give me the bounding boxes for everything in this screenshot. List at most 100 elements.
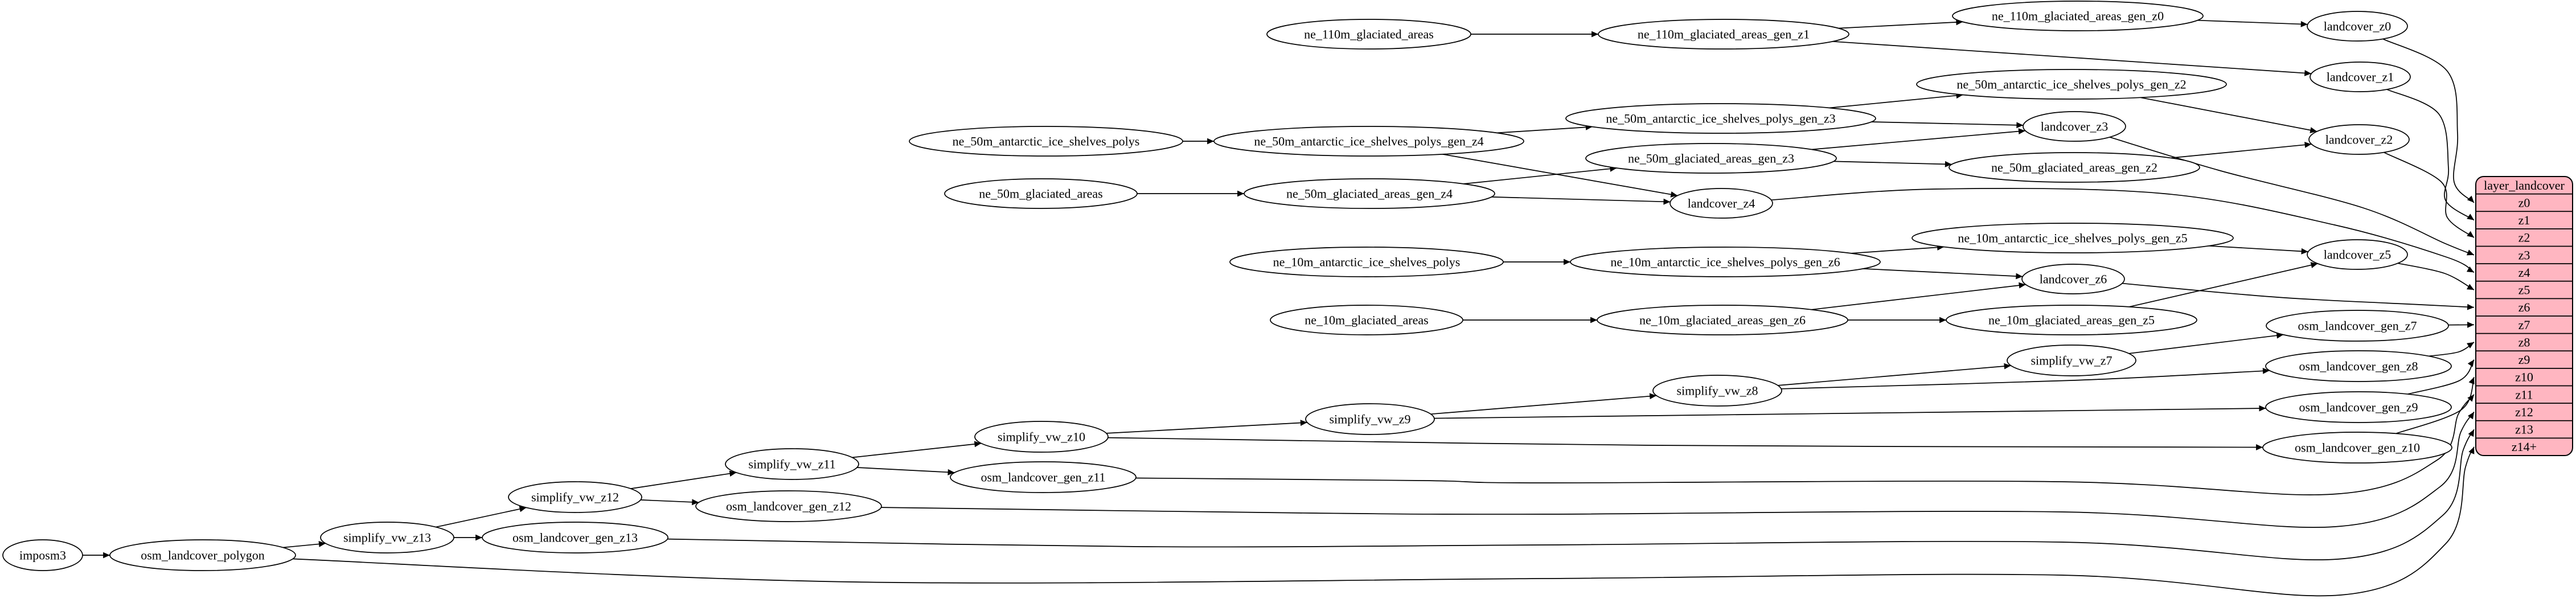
- table-row-label-z5: z5: [2518, 283, 2530, 297]
- node-ellipse-osm-landcover-gen-z10: [2262, 432, 2452, 464]
- node-ellipse-osm-landcover-gen-z7: [2266, 310, 2449, 342]
- node-label-ne-110m-glaciated-areas-gen-z0: ne_110m_glaciated_areas_gen_z0: [1992, 9, 2164, 23]
- edge-osm-landcover-gen-z13-to-row-z13: [667, 429, 2475, 560]
- table-row-label-z1: z1: [2518, 213, 2530, 227]
- edge-osm-landcover-gen-z11-to-row-z11: [1135, 394, 2475, 495]
- edge-landcover-z4-to-row-z4: [1771, 188, 2475, 273]
- node-label-osm-landcover-gen-z9: osm_landcover_gen_z9: [2299, 400, 2418, 415]
- node-ne-50m-antarctic-ice-shelves-polys-gen-z4: ne_50m_antarctic_ice_shelves_polys_gen_z…: [1213, 126, 1524, 157]
- node-ne-50m-glaciated-areas: ne_50m_glaciated_areas: [944, 178, 1138, 209]
- node-label-osm-landcover-gen-z7: osm_landcover_gen_z7: [2298, 319, 2417, 333]
- node-label-ne-10m-antarctic-ice-shelves-polys: ne_10m_antarctic_ice_shelves_polys: [1273, 255, 1461, 269]
- node-ne-50m-glaciated-areas-gen-z3: ne_50m_glaciated_areas_gen_z3: [1585, 143, 1837, 174]
- node-simplify-vw-z7: simplify_vw_z7: [2007, 345, 2136, 376]
- node-simplify-vw-z13: simplify_vw_z13: [320, 522, 454, 553]
- node-label-imposm3: imposm3: [19, 548, 66, 563]
- node-label-osm-landcover-gen-z13: osm_landcover_gen_z13: [512, 531, 638, 545]
- node-ellipse-ne-50m-glaciated-areas: [944, 178, 1138, 209]
- edge-simplify-vw-z11-to-simplify-vw-z10: [852, 441, 982, 458]
- edge-simplify-vw-z13-to-simplify-vw-z12: [436, 506, 527, 528]
- edge-simplify-vw-z9-to-simplify-vw-z8: [1430, 393, 1657, 415]
- node-ellipse-ne-10m-glaciated-areas-gen-z6: [1597, 305, 1848, 335]
- node-osm-landcover-gen-z11: osm_landcover_gen_z11: [950, 461, 1137, 493]
- edge-ne-50m-antarctic-ice-shelves-polys-gen-z4-to-landcover-z4: [1442, 154, 1678, 198]
- edge-ne-50m-glaciated-areas-gen-z4-to-ne-50m-glaciated-areas-gen-z3: [1463, 165, 1617, 184]
- node-ne-110m-glaciated-areas-gen-z1: ne_110m_glaciated_areas_gen_z1: [1598, 19, 1849, 50]
- node-ellipse-osm-landcover-gen-z13: [482, 522, 668, 553]
- table-row-label-z12: z12: [2515, 405, 2533, 419]
- table-row-z4: z4: [2518, 265, 2530, 280]
- node-label-landcover-z2: landcover_z2: [2325, 133, 2393, 147]
- node-label-ne-50m-antarctic-ice-shelves-polys-gen-z3: ne_50m_antarctic_ice_shelves_polys_gen_z…: [1606, 112, 1835, 126]
- node-ellipse-ne-10m-glaciated-areas-gen-z5: [1946, 305, 2197, 335]
- table-row-z12: z12: [2515, 405, 2533, 419]
- node-ne-10m-antarctic-ice-shelves-polys-gen-z5: ne_10m_antarctic_ice_shelves_polys_gen_z…: [1912, 223, 2234, 253]
- node-label-simplify-vw-z11: simplify_vw_z11: [748, 457, 835, 471]
- node-osm-landcover-gen-z9: osm_landcover_gen_z9: [2265, 391, 2452, 423]
- node-label-simplify-vw-z7: simplify_vw_z7: [2031, 354, 2113, 368]
- node-ne-110m-glaciated-areas-gen-z0: ne_110m_glaciated_areas_gen_z0: [1952, 1, 2204, 31]
- node-simplify-vw-z11: simplify_vw_z11: [725, 448, 859, 480]
- edge-osm-landcover-polygon-to-simplify-vw-z13: [283, 541, 326, 548]
- node-ellipse-simplify-vw-z11: [725, 448, 859, 480]
- node-ellipse-ne-10m-antarctic-ice-shelves-polys-gen-z5: [1912, 223, 2234, 253]
- node-label-osm-landcover-polygon: osm_landcover_polygon: [141, 548, 265, 563]
- node-ellipse-imposm3: [2, 539, 83, 571]
- table-row-z9: z9: [2518, 352, 2530, 367]
- node-label-landcover-z1: landcover_z1: [2327, 70, 2394, 84]
- node-label-simplify-vw-z10: simplify_vw_z10: [998, 430, 1085, 444]
- node-ellipse-landcover-z2: [2308, 124, 2410, 155]
- table-row-z0: z0: [2518, 195, 2530, 210]
- node-label-osm-landcover-gen-z8: osm_landcover_gen_z8: [2299, 359, 2418, 374]
- node-label-ne-50m-glaciated-areas: ne_50m_glaciated_areas: [979, 187, 1102, 201]
- edges-layer: [83, 19, 2475, 597]
- table-row-label-z4: z4: [2518, 265, 2530, 280]
- node-label-ne-10m-glaciated-areas: ne_10m_glaciated_areas: [1305, 313, 1428, 327]
- table-row-z8: z8: [2518, 335, 2530, 349]
- node-simplify-vw-z10: simplify_vw_z10: [974, 421, 1109, 453]
- edge-ne-50m-antarctic-ice-shelves-polys-gen-z2-to-landcover-z2: [2140, 97, 2317, 133]
- node-label-landcover-z0: landcover_z0: [2324, 19, 2392, 34]
- edge-ne-50m-glaciated-areas-gen-z3-to-ne-50m-glaciated-areas-gen-z2: [1833, 161, 1952, 167]
- table-row-z1: z1: [2518, 213, 2530, 227]
- nodes-layer: imposm3 osm_landcover_polygon simplify_vw_…: [2, 1, 2452, 571]
- edge-simplify-vw-z10-to-osm-landcover-gen-z10: [1107, 437, 2263, 450]
- node-ellipse-simplify-vw-z13: [320, 522, 454, 553]
- node-ellipse-ne-110m-glaciated-areas: [1266, 19, 1471, 50]
- edge-ne-50m-glaciated-areas-gen-z2-to-landcover-z2: [2171, 141, 2312, 159]
- node-label-osm-landcover-gen-z11: osm_landcover_gen_z11: [981, 470, 1105, 485]
- node-ellipse-osm-landcover-gen-z11: [950, 461, 1137, 493]
- node-ellipse-simplify-vw-z9: [1305, 403, 1435, 435]
- node-ellipse-landcover-z3: [2023, 111, 2126, 142]
- edge-landcover-z3-to-row-z3: [2109, 136, 2475, 256]
- edge-landcover-z1-to-row-z1: [2386, 89, 2475, 221]
- node-ellipse-ne-50m-glaciated-areas-gen-z2: [1949, 152, 2200, 183]
- node-osm-landcover-gen-z7: osm_landcover_gen_z7: [2266, 310, 2449, 342]
- edge-ne-110m-glaciated-areas-gen-z1-to-ne-110m-glaciated-areas-gen-z0: [1838, 19, 1963, 29]
- table-row-z14plus: z14+: [2512, 440, 2537, 454]
- node-label-ne-10m-antarctic-ice-shelves-polys-gen-z6: ne_10m_antarctic_ice_shelves_polys_gen_z…: [1610, 255, 1840, 269]
- node-label-simplify-vw-z8: simplify_vw_z8: [1677, 384, 1758, 398]
- node-ne-10m-glaciated-areas-gen-z6: ne_10m_glaciated_areas_gen_z6: [1597, 305, 1848, 335]
- table-row-label-z3: z3: [2518, 248, 2530, 262]
- node-ne-50m-antarctic-ice-shelves-polys-gen-z2: ne_50m_antarctic_ice_shelves_polys_gen_z…: [1916, 69, 2227, 100]
- node-imposm3: imposm3: [2, 539, 83, 571]
- node-ellipse-ne-50m-antarctic-ice-shelves-polys-gen-z2: [1916, 69, 2227, 100]
- node-ellipse-simplify-vw-z7: [2007, 345, 2136, 376]
- edge-osm-landcover-polygon-to-row-z14plus: [293, 446, 2475, 597]
- node-label-ne-10m-glaciated-areas-gen-z5: ne_10m_glaciated_areas_gen_z5: [1988, 313, 2155, 327]
- edge-ne-10m-antarctic-ice-shelves-polys-gen-z6-to-ne-10m-antarctic-ice-shelves-polys-gen-z5: [1851, 244, 1945, 254]
- node-landcover-z2: landcover_z2: [2308, 124, 2410, 155]
- node-ellipse-osm-landcover-polygon: [109, 539, 296, 571]
- node-ne-50m-antarctic-ice-shelves-polys: ne_50m_antarctic_ice_shelves_polys: [909, 126, 1183, 157]
- table-row-z3: z3: [2518, 248, 2530, 262]
- table-row-label-z0: z0: [2518, 195, 2530, 210]
- edge-simplify-vw-z10-to-simplify-vw-z9: [1106, 420, 1307, 434]
- node-ellipse-ne-110m-glaciated-areas-gen-z0: [1952, 1, 2204, 31]
- edge-landcover-z6-to-row-z6: [2122, 282, 2475, 310]
- edge-ne-50m-antarctic-ice-shelves-polys-gen-z4-to-ne-50m-antarctic-ice-shelves-polys-gen-z3: [1497, 124, 1593, 134]
- edge-landcover-z2-to-row-z2: [2384, 151, 2475, 238]
- table-row-label-z2: z2: [2518, 231, 2530, 245]
- node-ne-10m-glaciated-areas: ne_10m_glaciated_areas: [1270, 305, 1463, 335]
